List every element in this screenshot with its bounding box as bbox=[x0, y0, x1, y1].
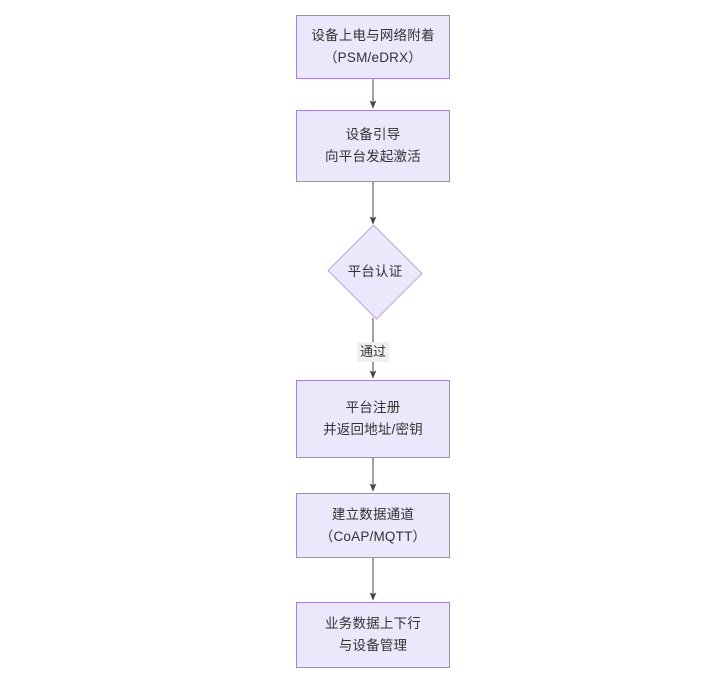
node-label-line1: 设备上电与网络附着 bbox=[311, 28, 435, 43]
edge-label-pass: 通过 bbox=[357, 342, 390, 362]
node-label-line2: 并返回地址/密钥 bbox=[323, 422, 423, 437]
node-establish-data-channel[interactable]: 建立数据通道 （CoAP/MQTT） bbox=[296, 493, 450, 558]
node-label-line1: 平台注册 bbox=[345, 400, 401, 415]
node-label-line2: 与设备管理 bbox=[338, 638, 408, 653]
node-platform-auth-decision[interactable]: 平台认证 bbox=[326, 224, 424, 320]
node-device-power-on[interactable]: 设备上电与网络附着 （PSM/eDRX） bbox=[296, 15, 450, 79]
node-label-line1: 平台认证 bbox=[347, 264, 403, 279]
node-label-line1: 设备引导 bbox=[345, 127, 401, 142]
node-label-line1: 建立数据通道 bbox=[331, 506, 415, 522]
node-platform-register[interactable]: 平台注册 并返回地址/密钥 bbox=[296, 380, 450, 458]
node-business-data-and-device-management[interactable]: 业务数据上下行 与设备管理 bbox=[296, 602, 450, 668]
node-label-line2: 向平台发起激活 bbox=[325, 149, 421, 164]
node-label-line2: （PSM/eDRX） bbox=[323, 50, 423, 65]
node-label-line2: （CoAP/MQTT） bbox=[319, 528, 427, 544]
node-device-bootstrap[interactable]: 设备引导 向平台发起激活 bbox=[296, 110, 450, 182]
node-label-line1: 业务数据上下行 bbox=[325, 616, 421, 631]
